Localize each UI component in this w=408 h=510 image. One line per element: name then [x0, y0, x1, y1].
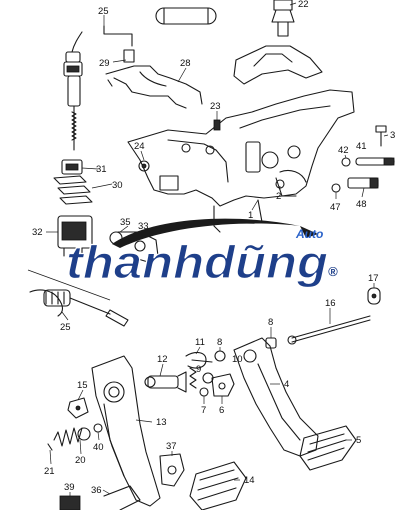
callout-6: 6 [219, 405, 224, 416]
watermark-logo: thanhdũng Auto ® [65, 218, 338, 289]
part-nut-24 [138, 160, 150, 172]
part-pushrod-16 [287, 315, 371, 345]
callout-8a: 8 [268, 317, 273, 328]
watermark-swoosh [112, 218, 300, 248]
part-spring-20-21 [47, 427, 91, 451]
part-clip-31 [61, 159, 83, 175]
callout-33: 33 [138, 221, 149, 232]
callout-10: 10 [232, 354, 243, 365]
callout-37: 37 [166, 441, 177, 452]
callout-31: 31 [96, 164, 107, 175]
callout-48: 48 [356, 199, 367, 210]
part-washer-8b [214, 350, 226, 362]
part-bolt-40 [93, 423, 103, 433]
callout-25a: 25 [98, 6, 109, 17]
callout-4: 4 [284, 379, 289, 390]
part-clips-30 [53, 175, 93, 205]
callout-17: 17 [368, 273, 379, 284]
part-cable-upper [63, 25, 133, 151]
callout-7: 7 [201, 405, 206, 416]
part-tube [155, 7, 217, 25]
callout-41: 41 [356, 141, 367, 152]
callout-30: 30 [112, 180, 123, 191]
part-switch-47-48 [331, 177, 379, 193]
leader-lines [46, 2, 389, 496]
part-spring-9-10 [189, 367, 214, 389]
part-bushing-15 [67, 397, 89, 419]
callout-15: 15 [77, 380, 88, 391]
watermark-brand-text: thanhdũng [66, 236, 328, 288]
part-clevis-17 [367, 287, 381, 305]
callout-35: 35 [120, 217, 131, 228]
watermark-registered-mark: ® [328, 264, 338, 279]
callout-39: 39 [64, 482, 75, 493]
part-pedal-pad-5 [299, 425, 357, 471]
watermark-auto-text: Auto [295, 227, 323, 241]
callout-23: 23 [210, 101, 221, 112]
callout-labels: 25 22 29 28 23 3 24 2 42 41 31 30 1 47 4… [32, 0, 395, 496]
part-pedal-box-frame [127, 89, 355, 233]
callout-28: 28 [180, 58, 191, 69]
part-pedal-arm-13 [91, 355, 161, 507]
callout-13: 13 [156, 417, 167, 428]
part-mounting-bracket [233, 45, 323, 85]
callout-2: 2 [276, 191, 281, 202]
part-bracket-37 [159, 453, 185, 487]
part-sensor-22 [271, 0, 295, 37]
callout-24: 24 [134, 141, 145, 152]
callout-22: 22 [298, 0, 309, 10]
part-pedal-pad-14 [189, 461, 247, 510]
callout-12: 12 [157, 354, 168, 365]
part-bushing-7 [199, 387, 209, 397]
callout-3: 3 [390, 130, 395, 141]
callout-29: 29 [99, 58, 110, 69]
part-bolt-23 [213, 119, 221, 131]
callout-14: 14 [244, 475, 255, 486]
callout-36: 36 [91, 485, 102, 496]
callout-1: 1 [248, 210, 253, 221]
part-bracket-6 [211, 373, 235, 397]
part-nut-42-41 [341, 157, 395, 167]
part-pedal-arm-4 [233, 337, 319, 457]
callout-21: 21 [44, 466, 55, 477]
part-shaft-12 [144, 371, 187, 393]
part-bolt-3 [375, 125, 387, 147]
part-spring-11 [185, 351, 213, 369]
callout-8b: 8 [217, 337, 222, 348]
callout-16: 16 [325, 298, 336, 309]
part-bolt-39 [59, 495, 81, 510]
callout-40: 40 [93, 442, 104, 453]
callout-11: 11 [195, 337, 205, 348]
callout-20: 20 [75, 455, 86, 466]
callout-9: 9 [196, 364, 201, 375]
part-cable-lower [27, 269, 129, 327]
callout-5: 5 [356, 435, 361, 446]
callout-25b: 25 [60, 322, 71, 333]
callout-42: 42 [338, 145, 349, 156]
callout-32: 32 [32, 227, 43, 238]
callout-47: 47 [330, 202, 341, 213]
part-bracket-28-29 [105, 49, 203, 109]
part-floor-36 [103, 485, 141, 510]
